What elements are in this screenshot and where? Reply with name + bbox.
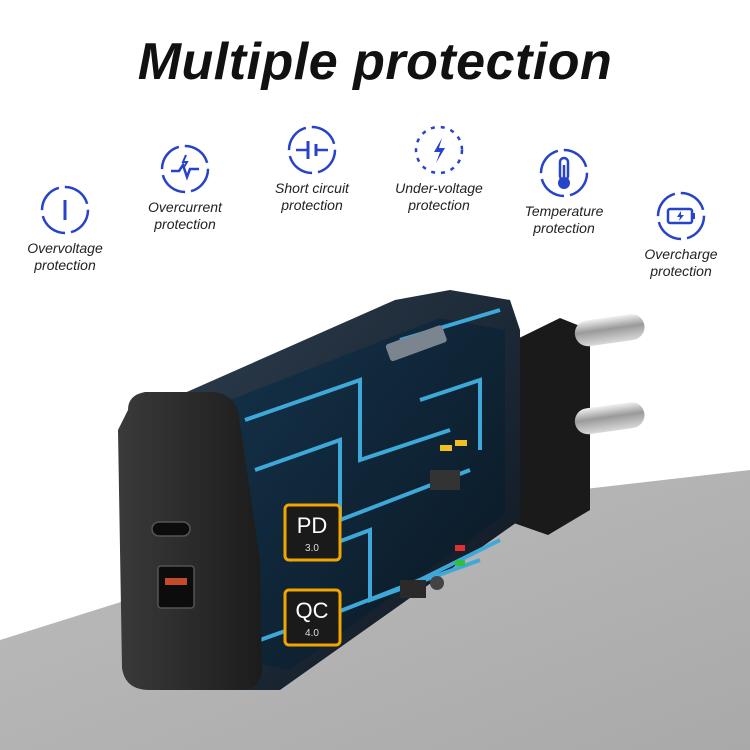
plug-pins xyxy=(574,314,645,435)
page-title: Multiple protection xyxy=(137,33,613,91)
feature-line1: Overcurrent xyxy=(148,199,222,215)
feature-short-circuit: Short circuit protection xyxy=(237,124,387,214)
overcharge-icon xyxy=(656,191,706,241)
feature-overcharge: Overcharge protection xyxy=(606,190,750,280)
plug-base xyxy=(505,318,590,535)
feature-overcurrent: Overcurrent protection xyxy=(110,143,260,233)
overcurrent-icon xyxy=(160,144,210,194)
qc-chip-label: QC xyxy=(296,598,329,623)
feature-line1: Overvoltage xyxy=(27,240,103,256)
circuit-components xyxy=(385,325,467,598)
pd-chip-version: 3.0 xyxy=(305,543,319,554)
qc-chip: QC 4.0 xyxy=(283,588,342,647)
feature-line2: protection xyxy=(154,216,216,232)
usb-c-port xyxy=(151,521,191,537)
feature-under-voltage: Under-voltage protection xyxy=(364,124,514,214)
under-voltage-icon xyxy=(414,125,464,175)
feature-line2: protection xyxy=(34,257,96,273)
usb-a-port xyxy=(157,565,195,609)
feature-line2: protection xyxy=(533,220,595,236)
overvoltage-icon xyxy=(40,185,90,235)
charger-front-face xyxy=(118,392,262,690)
feature-overvoltage: Overvoltage protection xyxy=(0,184,140,274)
pd-chip: PD 3.0 xyxy=(283,503,342,562)
feature-line1: Overcharge xyxy=(644,246,718,262)
feature-line1: Temperature xyxy=(524,203,604,219)
feature-line1: Short circuit xyxy=(275,180,349,196)
feature-line1: Under-voltage xyxy=(395,180,483,196)
feature-line2: protection xyxy=(408,197,470,213)
pd-chip-label: PD xyxy=(297,513,328,538)
feature-line2: protection xyxy=(650,263,712,279)
temperature-icon xyxy=(539,148,589,198)
feature-line2: protection xyxy=(281,197,343,213)
circuit-board xyxy=(230,318,505,670)
feature-temperature: Temperature protection xyxy=(489,147,639,237)
short-circuit-icon xyxy=(287,125,337,175)
qc-chip-version: 4.0 xyxy=(305,628,319,639)
